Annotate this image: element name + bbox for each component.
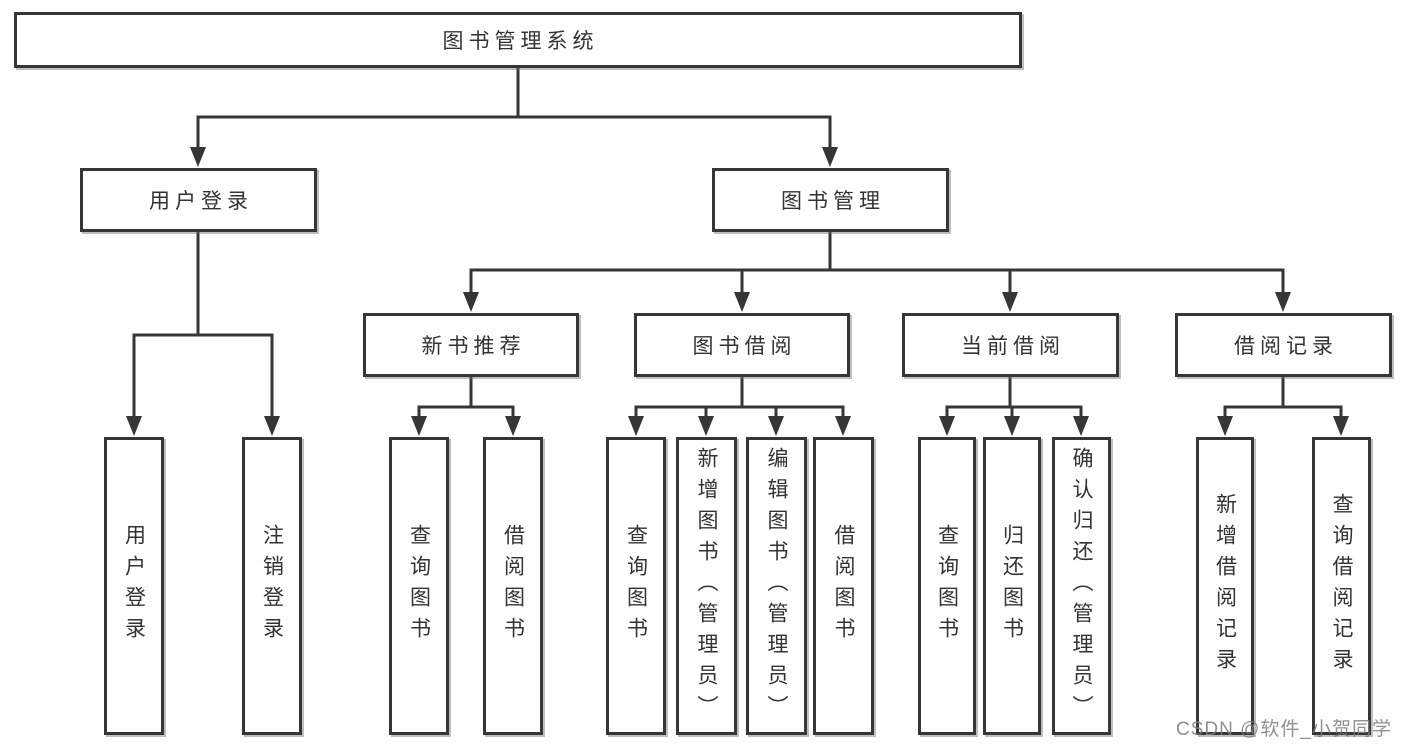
leaf-query-books-borrowing-label: 查询图书 bbox=[624, 524, 648, 648]
leaf-query-books-recommend: 查询图书 bbox=[389, 437, 449, 735]
connector-path-group bbox=[132, 68, 1343, 420]
node-current-borrowing-label: 当前借阅 bbox=[961, 335, 1065, 358]
watermark: CSDN @软件_小贺同学 bbox=[1176, 719, 1392, 740]
leaf-borrow-books-borrowing-label: 借阅图书 bbox=[832, 524, 855, 648]
leaf-query-books-recommend-label: 查询图书 bbox=[407, 524, 431, 648]
node-library-system: 图书管理系统 bbox=[14, 12, 1022, 68]
node-book-borrowing: 图书借阅 bbox=[634, 313, 850, 377]
node-borrowing-records: 借阅记录 bbox=[1175, 313, 1392, 377]
node-user-login: 用户登录 bbox=[80, 168, 317, 232]
arrowheads bbox=[126, 147, 1349, 436]
leaf-add-books-admin: 新增图书（管理员） bbox=[676, 437, 737, 735]
leaf-borrow-books-borrowing: 借阅图书 bbox=[813, 437, 874, 735]
leaf-query-borrow-record-label: 查询借阅记录 bbox=[1330, 493, 1353, 679]
leaf-borrow-books-recommend: 借阅图书 bbox=[483, 437, 543, 735]
node-book-management-label: 图书管理 bbox=[781, 190, 885, 213]
node-new-book-recommend-label: 新书推荐 bbox=[421, 335, 526, 358]
node-user-login-label: 用户登录 bbox=[149, 190, 253, 213]
leaf-user-login-label: 用户登录 bbox=[122, 524, 146, 648]
node-borrowing-records-label: 借阅记录 bbox=[1234, 335, 1338, 358]
leaf-query-books-current: 查询图书 bbox=[918, 437, 976, 735]
leaf-borrow-books-recommend-label: 借阅图书 bbox=[501, 524, 525, 648]
leaf-edit-books-admin: 编辑图书（管理员） bbox=[746, 437, 807, 735]
leaf-query-books-current-label: 查询图书 bbox=[935, 524, 959, 648]
leaf-edit-books-admin-label: 编辑图书（管理员） bbox=[765, 446, 788, 726]
leaf-add-borrow-record-label: 新增借阅记录 bbox=[1213, 493, 1237, 679]
leaf-add-books-admin-label: 新增图书（管理员） bbox=[695, 446, 718, 726]
leaf-confirm-return-admin-label: 确认归还（管理员） bbox=[1070, 446, 1093, 726]
node-book-management: 图书管理 bbox=[712, 168, 949, 232]
leaf-logout-label: 注销登录 bbox=[260, 524, 284, 648]
leaf-query-borrow-record: 查询借阅记录 bbox=[1312, 437, 1371, 735]
leaf-return-books-label: 归还图书 bbox=[1000, 524, 1024, 648]
leaf-add-borrow-record: 新增借阅记录 bbox=[1196, 437, 1254, 735]
leaf-query-books-borrowing: 查询图书 bbox=[606, 437, 666, 735]
node-book-borrowing-label: 图书借阅 bbox=[692, 335, 797, 358]
leaf-confirm-return-admin: 确认归还（管理员） bbox=[1052, 437, 1111, 735]
leaf-logout: 注销登录 bbox=[242, 437, 302, 735]
node-new-book-recommend: 新书推荐 bbox=[363, 313, 579, 377]
leaf-user-login: 用户登录 bbox=[104, 437, 164, 735]
leaf-return-books: 归还图书 bbox=[983, 437, 1041, 735]
node-current-borrowing: 当前借阅 bbox=[902, 313, 1119, 377]
node-library-system-label: 图书管理系统 bbox=[442, 30, 599, 53]
